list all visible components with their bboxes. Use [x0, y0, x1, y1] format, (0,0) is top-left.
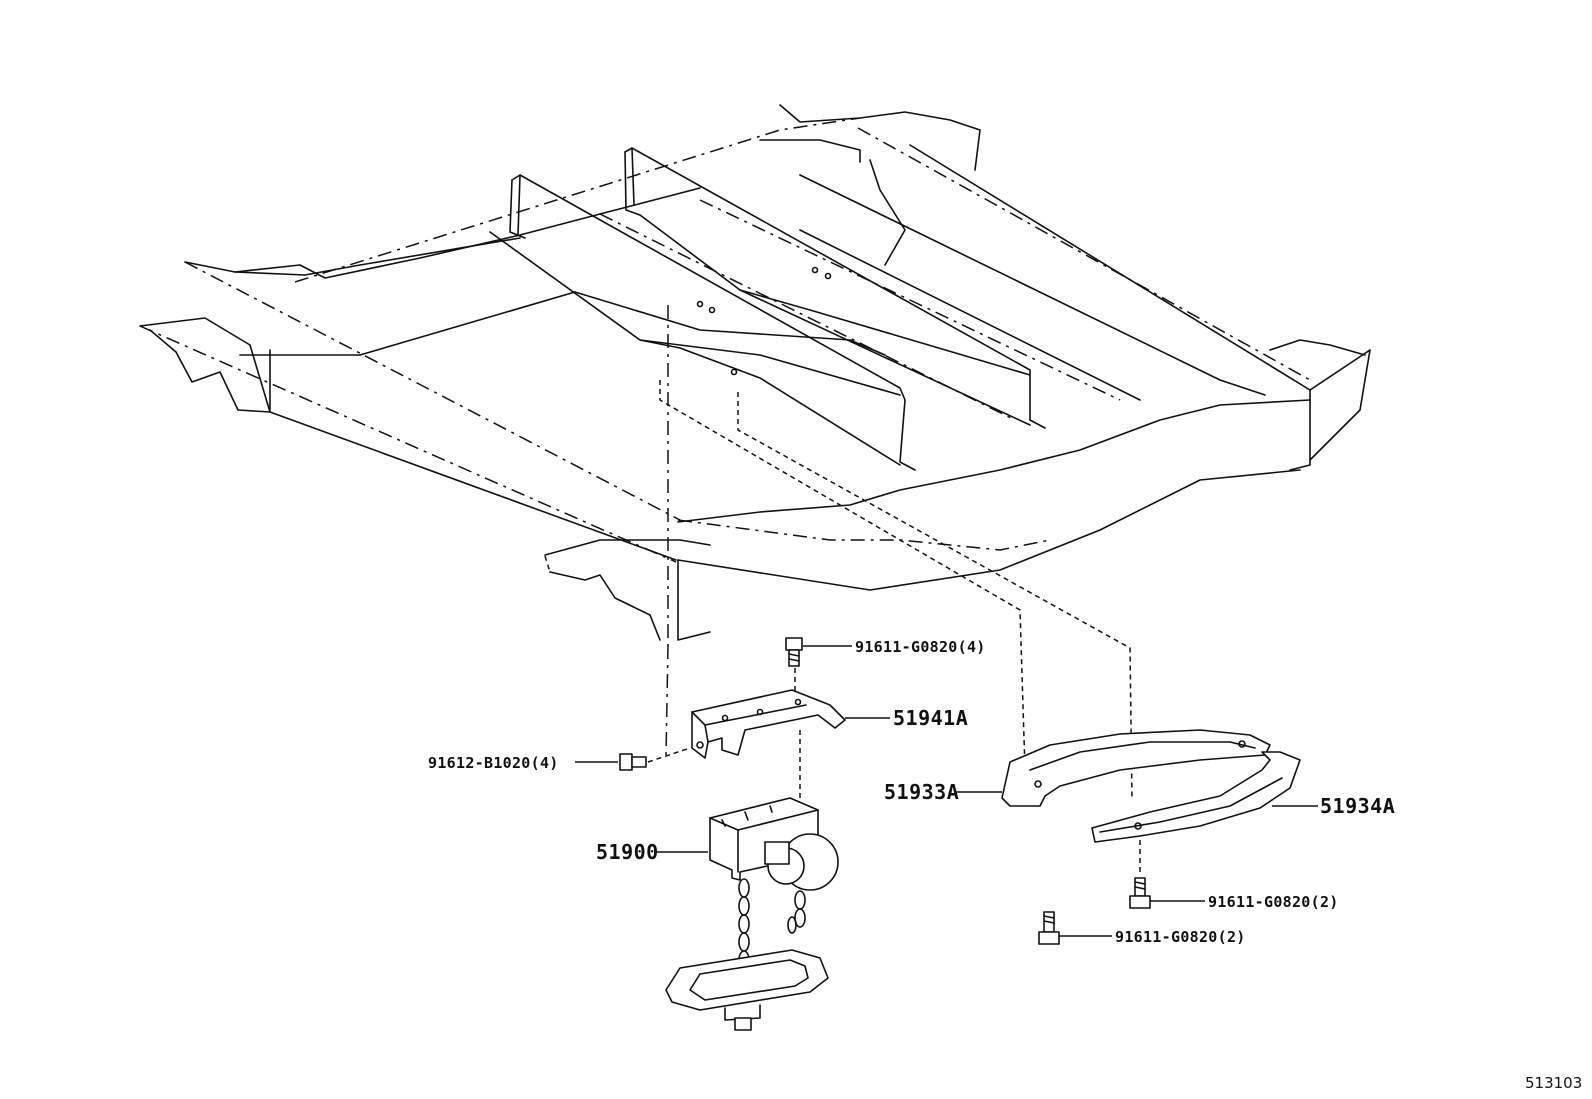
label-carrier: 51900 [596, 840, 659, 864]
bolt-left-icon [1038, 911, 1060, 945]
label-bolt-top: 91611-G0820(4) [855, 638, 986, 656]
plate-right-part [1091, 751, 1301, 875]
label-plate-left: 51933A [884, 780, 959, 804]
label-bolt-left: 91611-G0820(2) [1115, 928, 1246, 946]
label-plate-right: 51934A [1320, 794, 1395, 818]
label-bolt-right: 91611-G0820(2) [1208, 893, 1339, 911]
plate-left-part [1001, 729, 1271, 807]
vehicle-frame [139, 104, 1371, 801]
label-bracket: 51941A [893, 706, 968, 730]
carrier-part [665, 797, 839, 1031]
bracket-part [691, 689, 846, 800]
diagram-code: 513103 [1525, 1074, 1582, 1092]
bolt-side-icon [619, 747, 691, 771]
bolt-top-icon [785, 637, 803, 700]
label-bolt-side: 91612-B1020(4) [428, 754, 559, 772]
bolt-right-icon [1129, 877, 1151, 909]
